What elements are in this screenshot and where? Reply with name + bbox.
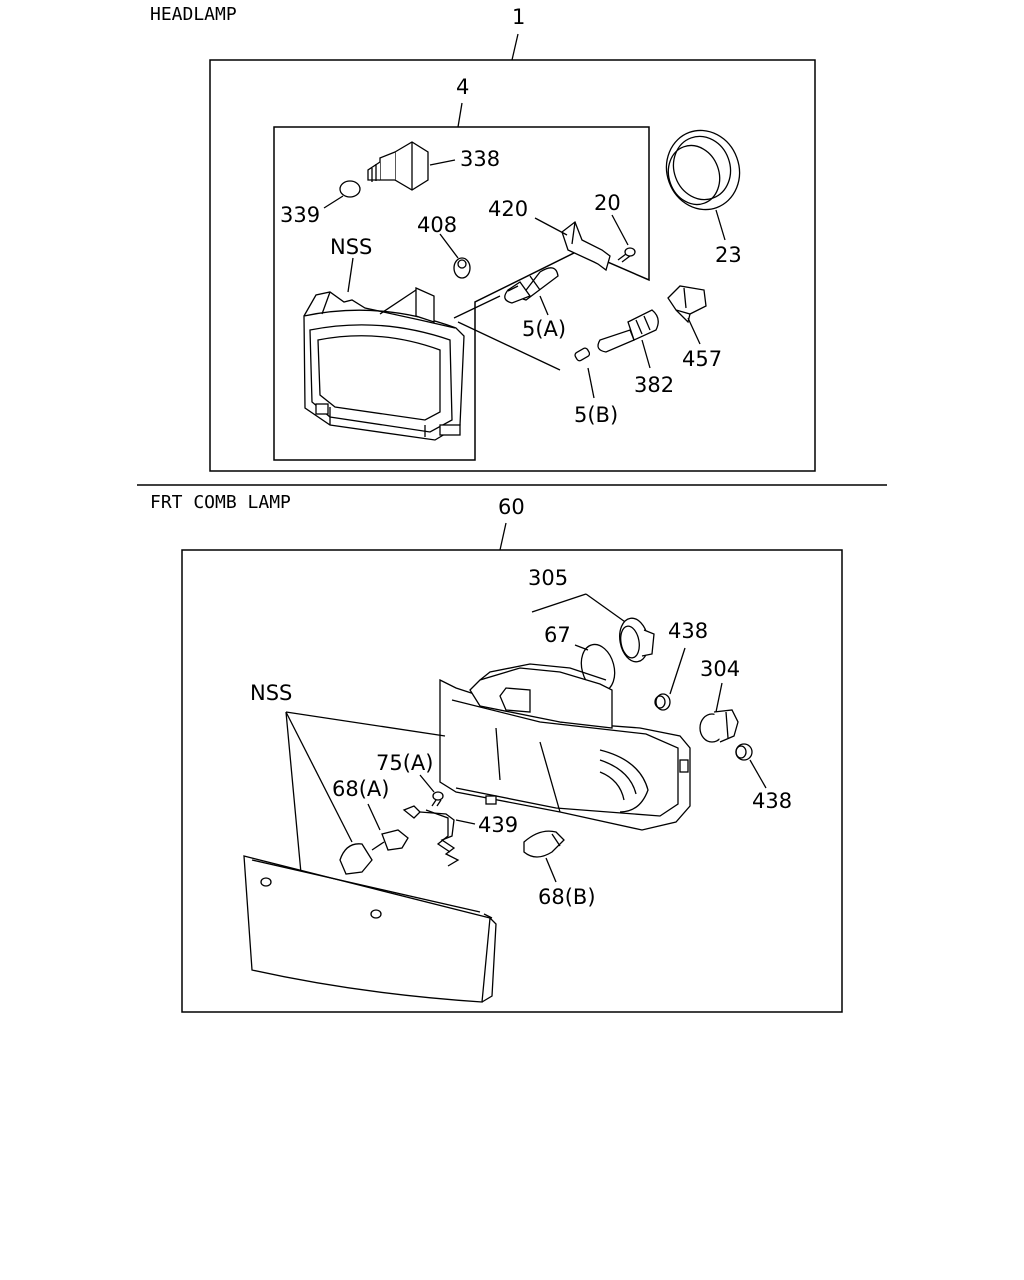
callout-60: 60 [498,495,525,519]
callout-5a: 5(A) [522,317,566,341]
lens-cover [243,855,497,1003]
bulb-part-5a [504,267,559,304]
screw-part-75a [431,791,444,807]
socket-part-304 [699,709,739,743]
callout-5b: 5(B) [574,403,618,427]
callout-68a: 68(A) [332,777,389,801]
callout-23: 23 [715,243,742,267]
frt-comb-lamp-section: FRT COMB LAMP 60 305 67 438 [150,492,843,1013]
headlamp-unit-frame [273,126,650,461]
screw-part-20 [617,247,636,263]
o-ring-part-339 [339,180,361,198]
headlamp-section: HEADLAMP 1 4 338 339 408 [150,4,816,472]
harness-part-439 [402,805,460,867]
socket-part-305 [619,617,655,663]
callout-382: 382 [634,373,674,397]
nut-part-408 [453,257,471,279]
callout-75a: 75(A) [376,751,433,775]
callout-305: 305 [528,566,568,590]
bracket-part-420 [561,220,611,272]
section-title-headlamp: HEADLAMP [150,4,237,25]
callout-420: 420 [488,197,528,221]
callout-338: 338 [460,147,500,171]
callout-304: 304 [700,657,740,681]
callout-4: 4 [456,75,469,99]
callout-1: 1 [512,5,525,29]
retaining-ring-part-23 [665,129,741,211]
callout-20: 20 [594,191,621,215]
headlamp-body [303,286,465,441]
callout-68b: 68(B) [538,885,596,909]
bulb-part-68b [523,830,565,858]
comb-lamp-housing [439,663,691,831]
bulb-part-68a [339,829,409,875]
plug-part-438-lower [735,743,753,761]
leader-5-lower [457,321,561,371]
bulb-part-382 [597,309,659,353]
callout-339: 339 [280,203,320,227]
callout-439: 439 [478,813,518,837]
callout-438-lower: 438 [752,789,792,813]
socket-part-457 [667,285,707,324]
callout-67: 67 [544,623,571,647]
adjuster-part-338 [367,141,429,191]
callout-438-top: 438 [668,619,708,643]
plug-part-438-top [654,693,671,711]
callout-457: 457 [682,347,722,371]
section-title-frt-comb-lamp: FRT COMB LAMP [150,492,291,513]
callout-nss-comb-lamp: NSS [250,681,292,705]
callout-nss-headlamp: NSS [330,235,372,259]
comb-lamp-assembly-frame [181,549,843,1013]
callout-408: 408 [417,213,457,237]
bulb-part-5b [574,347,591,362]
